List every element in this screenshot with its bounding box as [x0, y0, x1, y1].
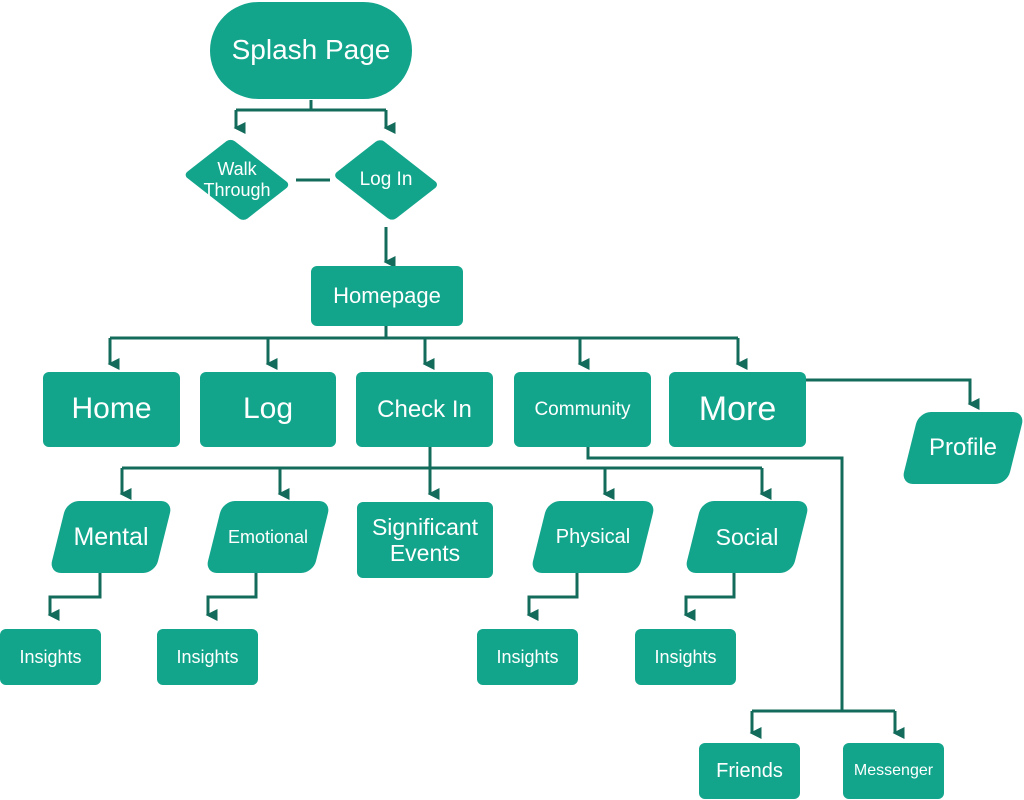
node-splash-page: Splash Page: [210, 2, 412, 99]
arrow-mental-insights: [47, 573, 102, 621]
node-homepage-label: Homepage: [333, 283, 441, 309]
arrow-to-profile: [806, 378, 980, 410]
connector-splash-bus: [236, 100, 386, 112]
connector-checkin-bus: [122, 447, 762, 470]
node-messenger: Messenger: [843, 743, 944, 799]
node-insights-emotional: Insights: [157, 629, 258, 685]
node-friends-label: Friends: [716, 759, 783, 782]
node-emotional: Emotional: [214, 501, 322, 573]
node-physical: Physical: [539, 501, 647, 573]
node-home: Home: [43, 372, 180, 447]
connector-community-route: [586, 447, 844, 711]
node-significant-events: Significant Events: [357, 502, 493, 578]
node-social: Social: [693, 501, 801, 573]
node-walk-through-label: Walk Through: [203, 159, 271, 200]
arrow-social-insights: [683, 573, 736, 621]
node-insights-physical-label: Insights: [496, 646, 559, 667]
node-check-in: Check In: [356, 372, 493, 447]
node-more-label: More: [698, 389, 777, 428]
node-more: More: [669, 372, 806, 447]
node-insights-physical: Insights: [477, 629, 578, 685]
node-home-label: Home: [71, 392, 152, 426]
arrow-emotional-insights: [205, 573, 258, 621]
node-mental-label: Mental: [73, 522, 149, 551]
node-social-label: Social: [715, 523, 779, 550]
node-splash-page-label: Splash Page: [231, 34, 391, 66]
node-insights-social: Insights: [635, 629, 736, 685]
node-homepage: Homepage: [311, 266, 463, 326]
node-community: Community: [514, 372, 651, 447]
node-check-in-label: Check In: [377, 395, 472, 423]
node-log: Log: [200, 372, 336, 447]
node-community-label: Community: [534, 398, 631, 420]
node-emotional-label: Emotional: [227, 526, 309, 547]
node-messenger-label: Messenger: [853, 761, 934, 779]
arrow-physical-insights: [526, 573, 579, 621]
node-insights-emotional-label: Insights: [176, 646, 239, 667]
node-profile-label: Profile: [928, 434, 998, 462]
node-physical-label: Physical: [555, 525, 631, 548]
node-insights-mental-label: Insights: [19, 646, 82, 667]
node-log-in-label: Log In: [359, 169, 413, 191]
node-mental: Mental: [58, 501, 164, 573]
node-insights-mental: Insights: [0, 629, 101, 685]
node-profile: Profile: [910, 412, 1016, 484]
node-log-label: Log: [242, 392, 294, 426]
node-insights-social-label: Insights: [654, 646, 717, 667]
node-log-in: Log In: [326, 132, 446, 228]
node-walk-through: Walk Through: [176, 132, 298, 228]
node-friends: Friends: [699, 743, 800, 799]
node-significant-events-label: Significant Events: [371, 513, 479, 566]
connector-homepage-bus: [110, 326, 738, 340]
